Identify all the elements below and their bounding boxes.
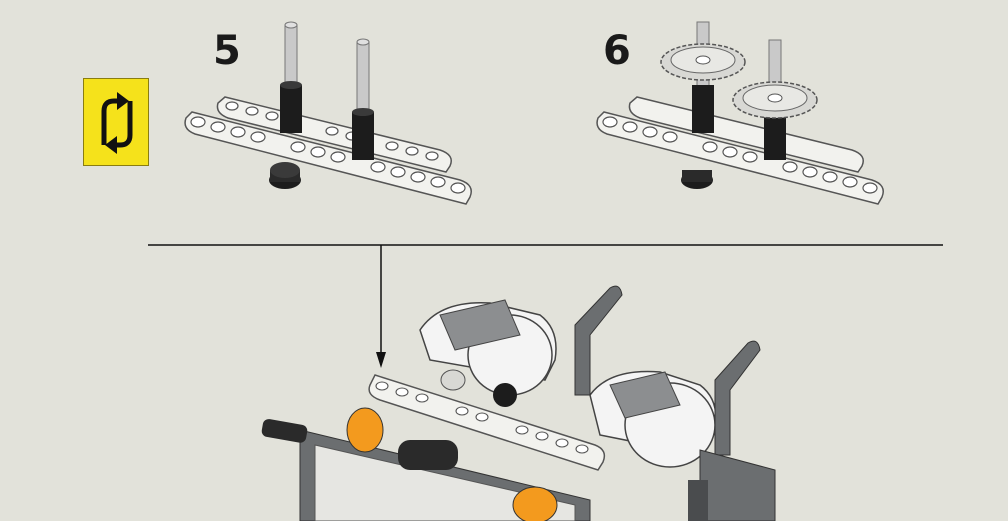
small-gears-top	[440, 369, 517, 407]
step5-axle-right	[352, 38, 374, 160]
step6-gear-right	[732, 81, 818, 119]
placement-arrow-head	[376, 352, 386, 368]
step5-beam-back	[216, 96, 452, 173]
step6-beam-front	[596, 111, 884, 205]
step5-gear-bottom	[269, 162, 301, 189]
motor-right	[589, 370, 717, 468]
right-lower-frame	[688, 449, 776, 521]
step5-axle-left	[280, 21, 302, 133]
step5-beam-front	[184, 111, 472, 205]
step-number-5: 5	[213, 28, 241, 74]
motor-left	[419, 299, 557, 396]
upright-beam-2	[714, 340, 761, 456]
chassis-lower	[299, 407, 591, 521]
side-axle	[261, 419, 308, 443]
step6-beam-back	[628, 96, 864, 173]
upright-beam-1	[574, 285, 623, 396]
step-number-6: 6	[603, 28, 631, 74]
step6-gear-bottom	[681, 170, 713, 189]
step6-gear-left	[660, 43, 746, 81]
rotate-model-icon	[101, 92, 133, 154]
rotate-model-badge	[83, 78, 149, 166]
top-cross-beam	[368, 374, 606, 471]
